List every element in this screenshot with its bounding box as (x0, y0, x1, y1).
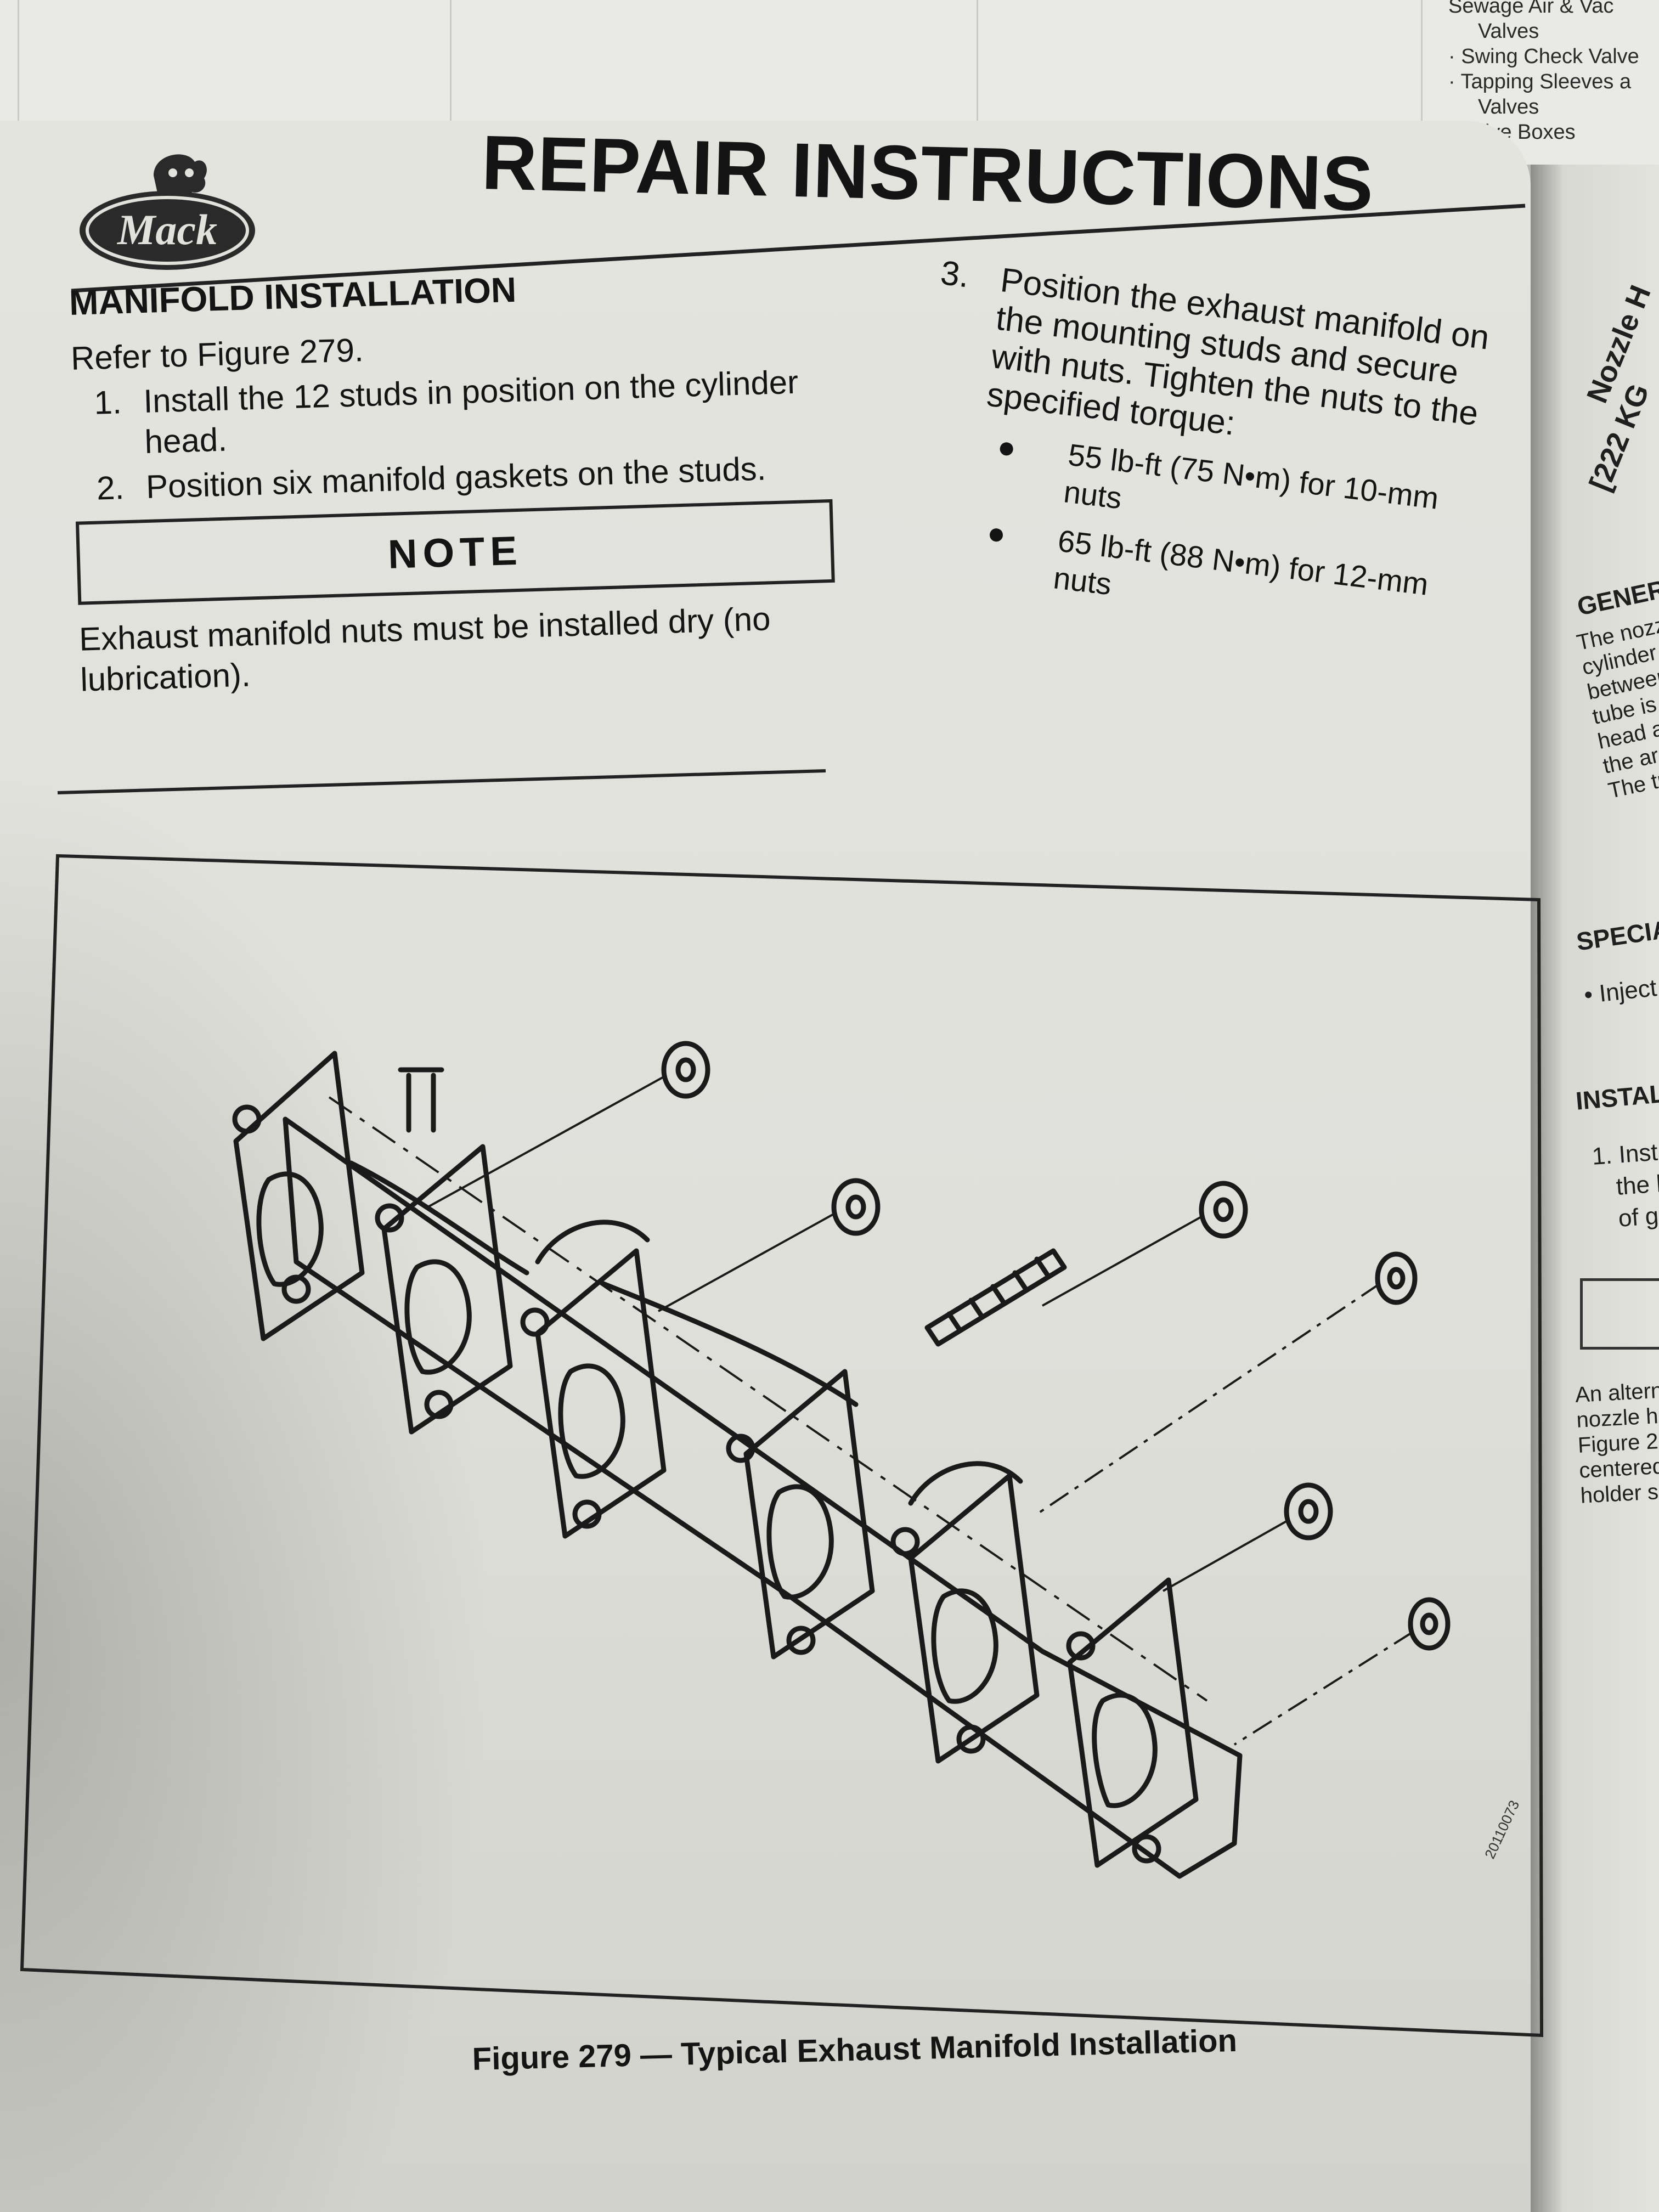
logo-wordmark: Mack (116, 206, 217, 253)
step-1: 1. Install the 12 studs in position on t… (71, 361, 831, 465)
note-rule (57, 769, 826, 794)
toc-item: Valves (1478, 20, 1539, 43)
header-rule (71, 204, 1526, 293)
adjacent-note-box (1580, 1278, 1659, 1350)
right-column: 3. Position the exhaust manifold on the … (904, 250, 1515, 647)
step-number: 3. (938, 253, 972, 295)
toc-item: Valves (1478, 95, 1539, 119)
bulldog-icon (154, 154, 207, 200)
toc-item: · Swing Check Valve (1448, 45, 1639, 68)
toc-item: Sewage Air & Vac (1448, 0, 1614, 18)
toc-item: · Tapping Sleeves a (1448, 70, 1632, 93)
note-box: NOTE (75, 499, 835, 605)
adjacent-page: Nozzle H [222 KG GENERAL The nozzle cyli… (1531, 165, 1659, 2212)
step-number: 1. (93, 383, 122, 421)
step-number: 2. (96, 469, 125, 507)
step-text: Install the 12 studs in position on the … (143, 363, 799, 460)
mack-logo: Mack (80, 154, 255, 270)
left-column: MANIFOLD INSTALLATION Refer to Figure 27… (69, 260, 838, 701)
